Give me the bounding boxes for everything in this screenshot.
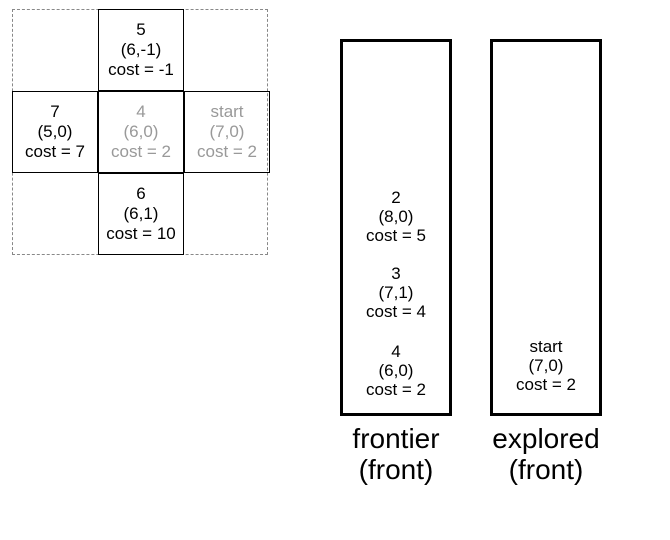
cell-id: 5 xyxy=(136,20,146,39)
frontier-stack: 2 (8,0) cost = 5 3 (7,1) cost = 4 4 (6,0… xyxy=(340,39,452,416)
explored-entry: start (7,0) cost = 2 xyxy=(493,337,599,394)
entry-cost: cost = 4 xyxy=(365,302,426,321)
cell-coord: (6,1) xyxy=(123,204,159,223)
entry-coord: (7,1) xyxy=(378,283,414,302)
cell-coord: (5,0) xyxy=(37,122,73,141)
grid-cell-bottom: 6 (6,1) cost = 10 xyxy=(98,173,184,255)
grid-cell-left: 7 (5,0) cost = 7 xyxy=(12,91,98,173)
cell-cost: cost = 2 xyxy=(196,142,257,161)
entry-id: 2 xyxy=(391,188,401,207)
cell-coord: (6,-1) xyxy=(120,40,162,59)
cell-cost: cost = 7 xyxy=(24,142,85,161)
cell-id: start xyxy=(210,102,244,121)
grid-cell-center: 4 (6,0) cost = 2 xyxy=(98,91,184,173)
entry-coord: (8,0) xyxy=(378,207,414,226)
frontier-entry: 3 (7,1) cost = 4 xyxy=(343,264,449,321)
entry-id: 3 xyxy=(391,264,401,283)
cell-id: 4 xyxy=(136,102,146,121)
cell-cost: cost = 10 xyxy=(106,224,176,243)
explored-caption: explored (front) xyxy=(480,423,612,485)
grid-cell-top: 5 (6,-1) cost = -1 xyxy=(98,9,184,91)
search-grid: 5 (6,-1) cost = -1 7 (5,0) cost = 7 4 (6… xyxy=(12,9,270,255)
caption-line: (front) xyxy=(508,454,584,485)
caption-line: frontier xyxy=(352,423,440,454)
caption-line: (front) xyxy=(358,454,434,485)
cell-coord: (6,0) xyxy=(123,122,159,141)
cell-id: 7 xyxy=(50,102,60,121)
entry-cost: cost = 2 xyxy=(365,380,426,399)
frontier-entry: 4 (6,0) cost = 2 xyxy=(343,342,449,399)
frontier-caption: frontier (front) xyxy=(340,423,452,485)
cell-id: 6 xyxy=(136,184,146,203)
cell-cost: cost = -1 xyxy=(108,60,174,79)
entry-coord: (7,0) xyxy=(528,356,564,375)
grid-cell-right: start (7,0) cost = 2 xyxy=(184,91,270,173)
caption-line: explored xyxy=(492,423,600,454)
entry-coord: (6,0) xyxy=(378,361,414,380)
entry-id: 4 xyxy=(391,342,401,361)
cell-cost: cost = 2 xyxy=(110,142,171,161)
cell-coord: (7,0) xyxy=(209,122,245,141)
entry-cost: cost = 2 xyxy=(515,375,576,394)
frontier-entry: 2 (8,0) cost = 5 xyxy=(343,188,449,245)
entry-id: start xyxy=(529,337,563,356)
explored-stack: start (7,0) cost = 2 xyxy=(490,39,602,416)
entry-cost: cost = 5 xyxy=(365,226,426,245)
